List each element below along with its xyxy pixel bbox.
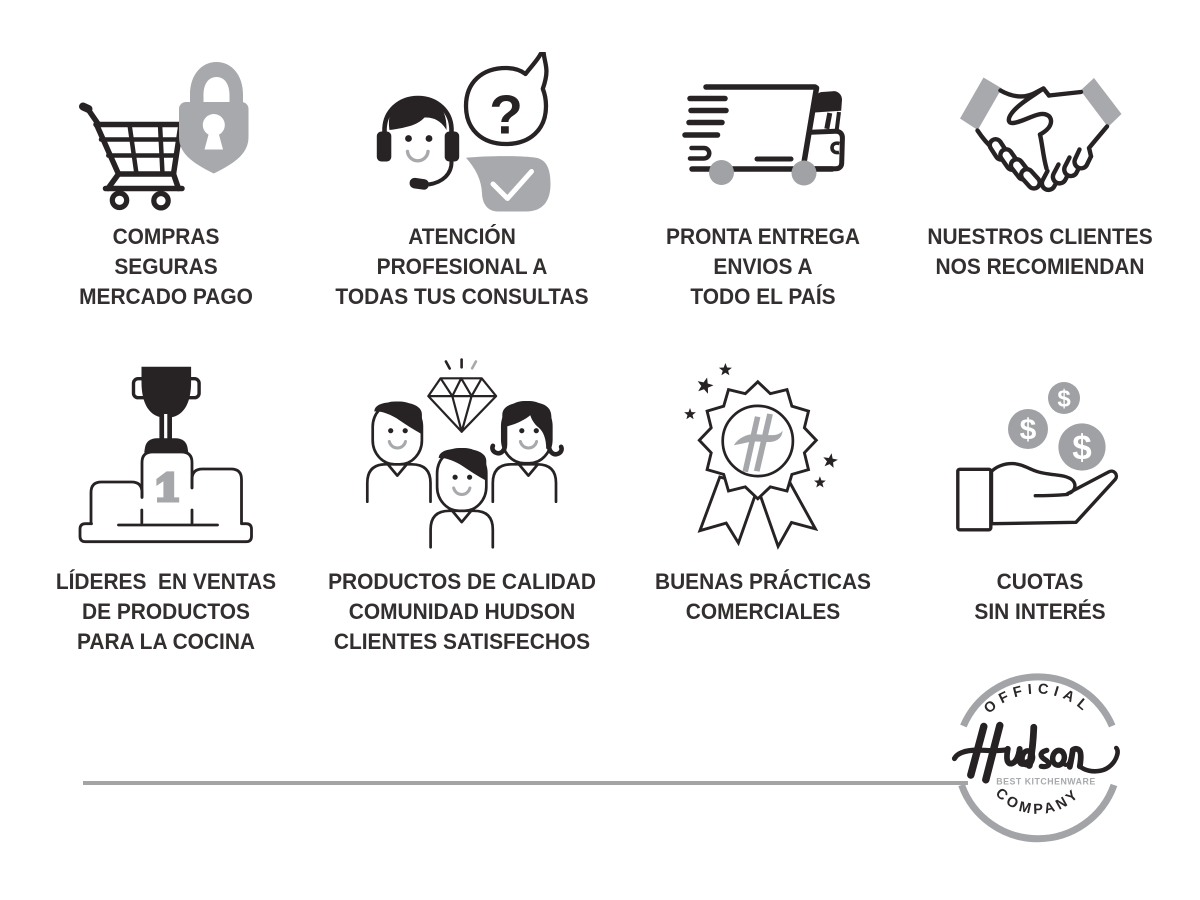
svg-text:$: $ bbox=[1057, 386, 1071, 413]
svg-text:BEST KITCHENWARE: BEST KITCHENWARE bbox=[996, 776, 1095, 786]
svg-text:$: $ bbox=[1020, 414, 1037, 447]
svg-text:COMPANY: COMPANY bbox=[992, 785, 1084, 818]
svg-text:$: $ bbox=[1072, 429, 1091, 468]
svg-text:?: ? bbox=[489, 84, 523, 146]
